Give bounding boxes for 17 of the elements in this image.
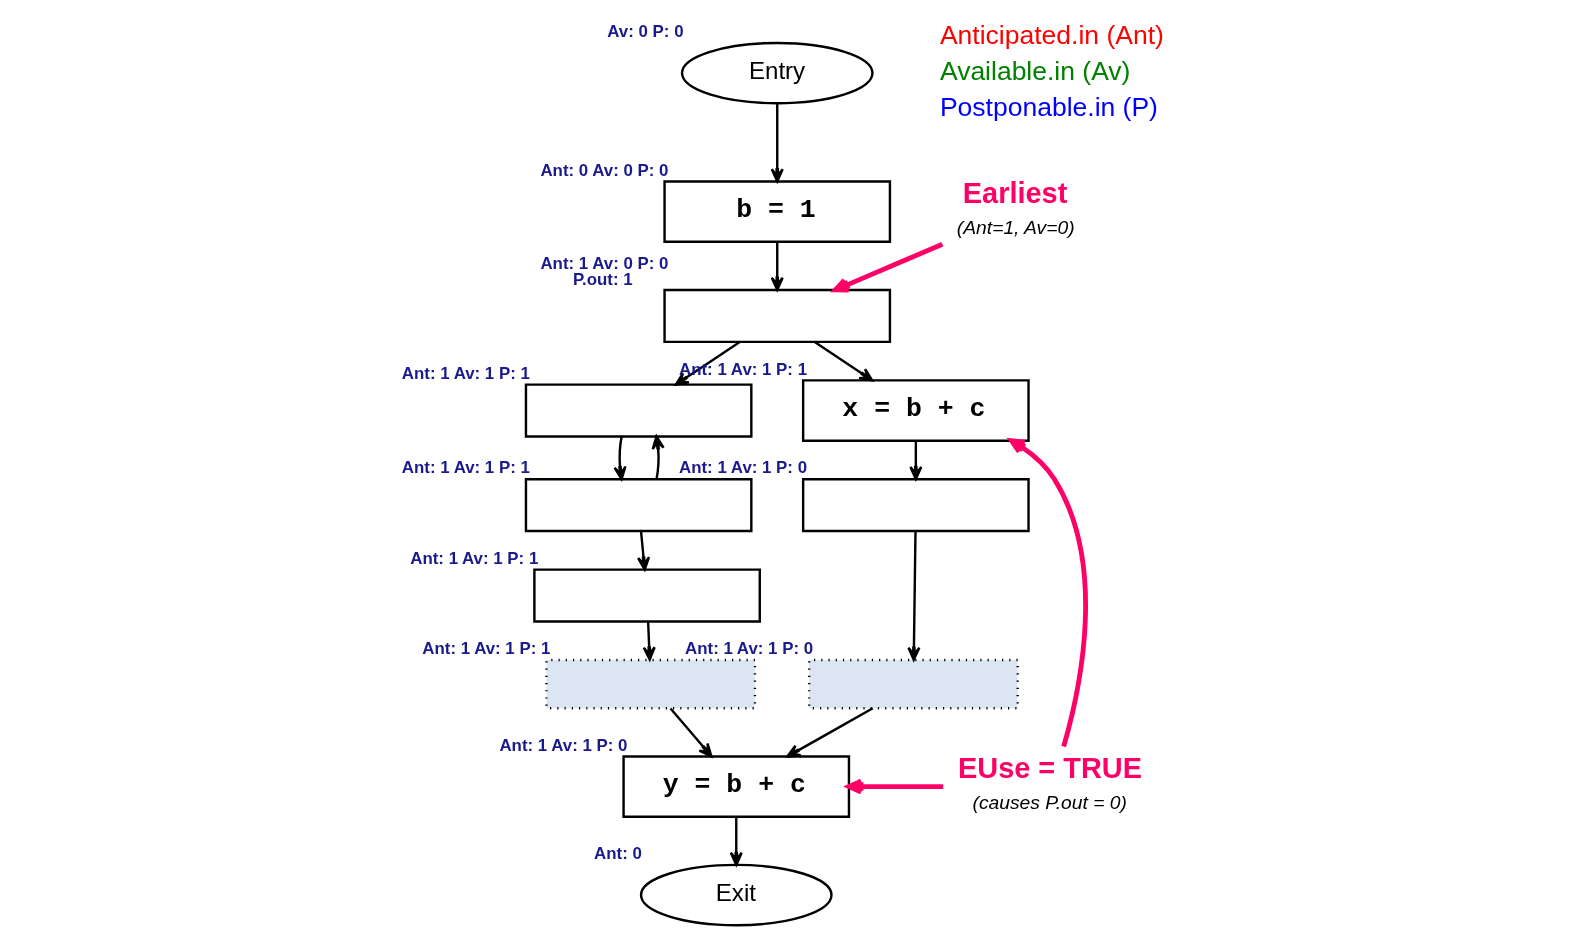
label: Available.in (Av) [939, 55, 1130, 86]
node-label: Ant: 0 [593, 844, 642, 864]
node-label: Ant: 1 Av: 1 P: 1 [401, 458, 530, 478]
node-label: Av: 0 P: 0 [606, 22, 684, 42]
label: Postponable.in (P) [939, 91, 1158, 122]
node-label: Ant: 0 Av: 0 P: 0 [539, 160, 668, 180]
node-label: Ant: 1 Av: 1 P: 1 [421, 639, 550, 659]
node-text: EUse = TRUE (causes P.out = 0) [957, 752, 1142, 814]
node-label: P.out: 1 [572, 270, 633, 290]
node-text: Earliest (Ant=1, Av=0) [956, 177, 1075, 239]
label: Anticipated.in (Ant) [939, 19, 1164, 50]
node-label: Ant: 1 Av: 1 P: 1 [409, 548, 538, 568]
node-label: Ant: 1 Av: 0 P: 0 [539, 253, 668, 273]
node-label: Ant: 1 Av: 1 P: 1 [401, 363, 530, 383]
node-label: Ant: 1 Av: 1 P: 0 [498, 735, 627, 755]
node-label: Ant: 1 Av: 1 P: 0 [678, 458, 807, 478]
node-label: Ant: 1 Av: 1 P: 0 [684, 639, 813, 659]
